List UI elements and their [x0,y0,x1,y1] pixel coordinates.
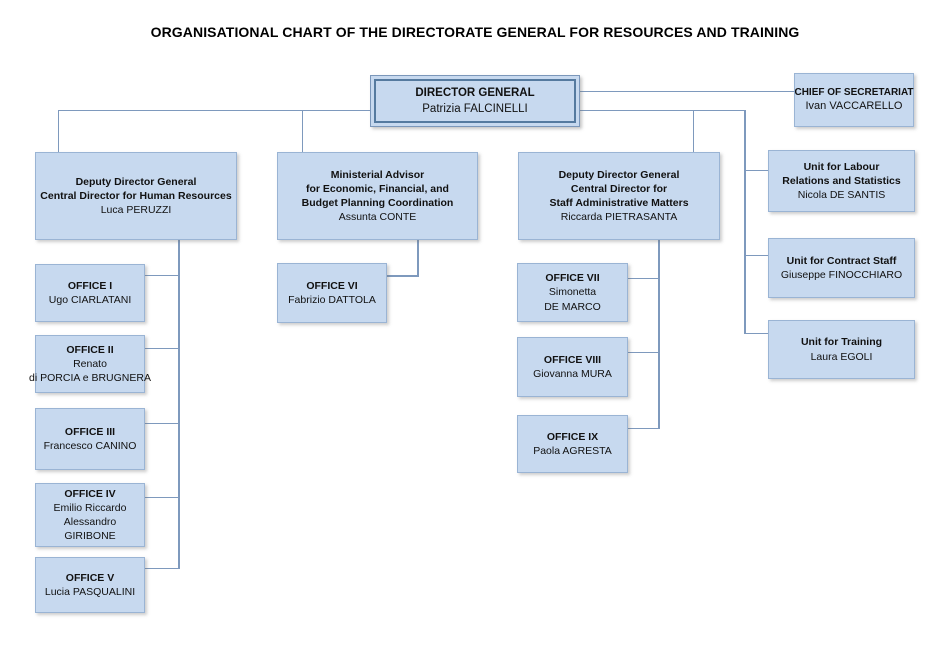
connector-stub-unit-training [745,333,768,334]
connector-office-6-horizontal [387,275,419,277]
connector-stub-office-5 [145,568,179,569]
node-person: Simonetta [548,286,597,299]
node-person: Giovanna MURA [533,368,612,380]
node-title: Unit for Labour [803,160,880,173]
director-general-inner: DIRECTOR GENERAL Patrizia FALCINELLI [374,79,576,123]
connector-units-trunk [744,110,746,334]
org-node-office-1: OFFICE I Ugo CIARLATANI [35,264,145,322]
org-node-unit-labour-relations: Unit for Labour Relations and Statistics… [768,150,915,212]
connector-drop-ministerial [302,110,303,152]
connector-stub-office-7 [628,278,659,279]
node-title: Budget Planning Coordination [301,197,454,209]
org-node-office-8: OFFICE VIII Giovanna MURA [517,337,628,397]
org-node-office-4: OFFICE IV Emilio Riccardo Alessandro GIR… [35,483,145,547]
node-title: Unit for Training [800,336,883,349]
node-person: Giuseppe FINOCCHIARO [780,269,903,281]
connector-stub-office-8 [628,352,659,353]
node-title: CHIEF OF SECRETARIAT [794,86,914,98]
node-title: OFFICE IX [546,430,599,443]
node-person: DE MARCO [544,300,601,313]
org-node-office-3: OFFICE III Francesco CANINO [35,408,145,470]
node-title: Deputy Director General [75,175,197,188]
node-title: OFFICE V [65,571,115,584]
connector-stub-office-2 [145,348,179,349]
node-person: Patrizia FALCINELLI [422,103,528,115]
connector-stub-unit-labour [745,170,768,171]
node-person: di PORCIA e BRUGNERA [29,372,151,385]
connector-to-secretariat [580,91,794,92]
node-person: Alessandro [63,516,117,528]
connector-stub-office-1 [145,275,179,276]
org-node-office-5: OFFICE V Lucia PASQUALINI [35,557,145,613]
node-person: Ugo CIARLATANI [48,294,132,306]
connector-left-horizontal [58,110,371,111]
node-title: OFFICE VIII [543,353,602,366]
org-node-office-7: OFFICE VII Simonetta DE MARCO [517,263,628,322]
node-person: GIRIBONE [64,530,116,543]
page-title: ORGANISATIONAL CHART OF THE DIRECTORATE … [150,24,800,40]
connector-right-horizontal [580,110,746,111]
node-title: OFFICE VII [545,272,600,285]
org-node-office-6: OFFICE VI Fabrizio DATTOLA [277,263,387,323]
connector-office-6-vertical [417,240,419,277]
node-person: Laura EGOLI [810,350,873,363]
node-person: Luca PERUZZI [100,204,172,217]
org-node-office-2: OFFICE II Renato di PORCIA e BRUGNERA [29,335,151,393]
org-node-unit-training: Unit for Training Laura EGOLI [768,320,915,379]
org-node-unit-contract-staff: Unit for Contract Staff Giuseppe FINOCCH… [768,238,915,298]
node-title: OFFICE VI [306,279,358,292]
node-title: Ministerial Advisor [330,168,425,181]
node-person: Nicola DE SANTIS [797,189,886,202]
connector-stub-office-4 [145,497,179,498]
connector-hr-offices-trunk [178,240,180,569]
connector-staff-offices-trunk [658,240,660,429]
connector-stub-office-3 [145,423,179,424]
node-person: Ivan VACCARELLO [805,100,903,113]
node-title: Relations and Statistics [782,174,901,187]
node-title: Deputy Director General [558,168,680,181]
node-title: Staff Administrative Matters [549,197,689,209]
node-person: Lucia PASQUALINI [44,586,136,598]
connector-stub-office-9 [628,428,659,429]
node-title: Central Director for [570,182,668,195]
org-node-deputy-director-hr: Deputy Director General Central Director… [35,152,237,240]
node-person: Fabrizio DATTOLA [288,294,376,306]
node-person: Riccarda PIETRASANTA [560,211,678,224]
node-person: Renato [73,357,107,370]
org-node-deputy-director-staff: Deputy Director General Central Director… [518,152,720,240]
org-node-chief-of-secretariat: CHIEF OF SECRETARIAT Ivan VACCARELLO [794,73,914,127]
node-title: for Economic, Financial, and [306,182,449,195]
node-title: Central Director for Human Resources [40,189,232,202]
node-title: OFFICE II [66,343,114,356]
node-person: Francesco CANINO [43,440,137,452]
node-title: OFFICE I [67,279,113,292]
org-node-ministerial-advisor: Ministerial Advisor for Economic, Financ… [277,152,478,240]
connector-stub-unit-contract [745,255,768,256]
node-title: OFFICE IV [64,487,116,500]
node-title: Unit for Contract Staff [786,254,897,267]
node-person: Emilio Riccardo [53,501,127,514]
node-person: Paola AGRESTA [533,445,612,457]
node-title: DIRECTOR GENERAL [415,86,535,99]
org-node-director-general: DIRECTOR GENERAL Patrizia FALCINELLI [370,75,580,127]
connector-drop-deputy-staff [693,110,694,152]
node-person: Assunta CONTE [338,211,417,224]
connector-drop-deputy-hr [58,110,59,152]
org-node-office-9: OFFICE IX Paola AGRESTA [517,415,628,473]
node-title: OFFICE III [64,425,116,438]
